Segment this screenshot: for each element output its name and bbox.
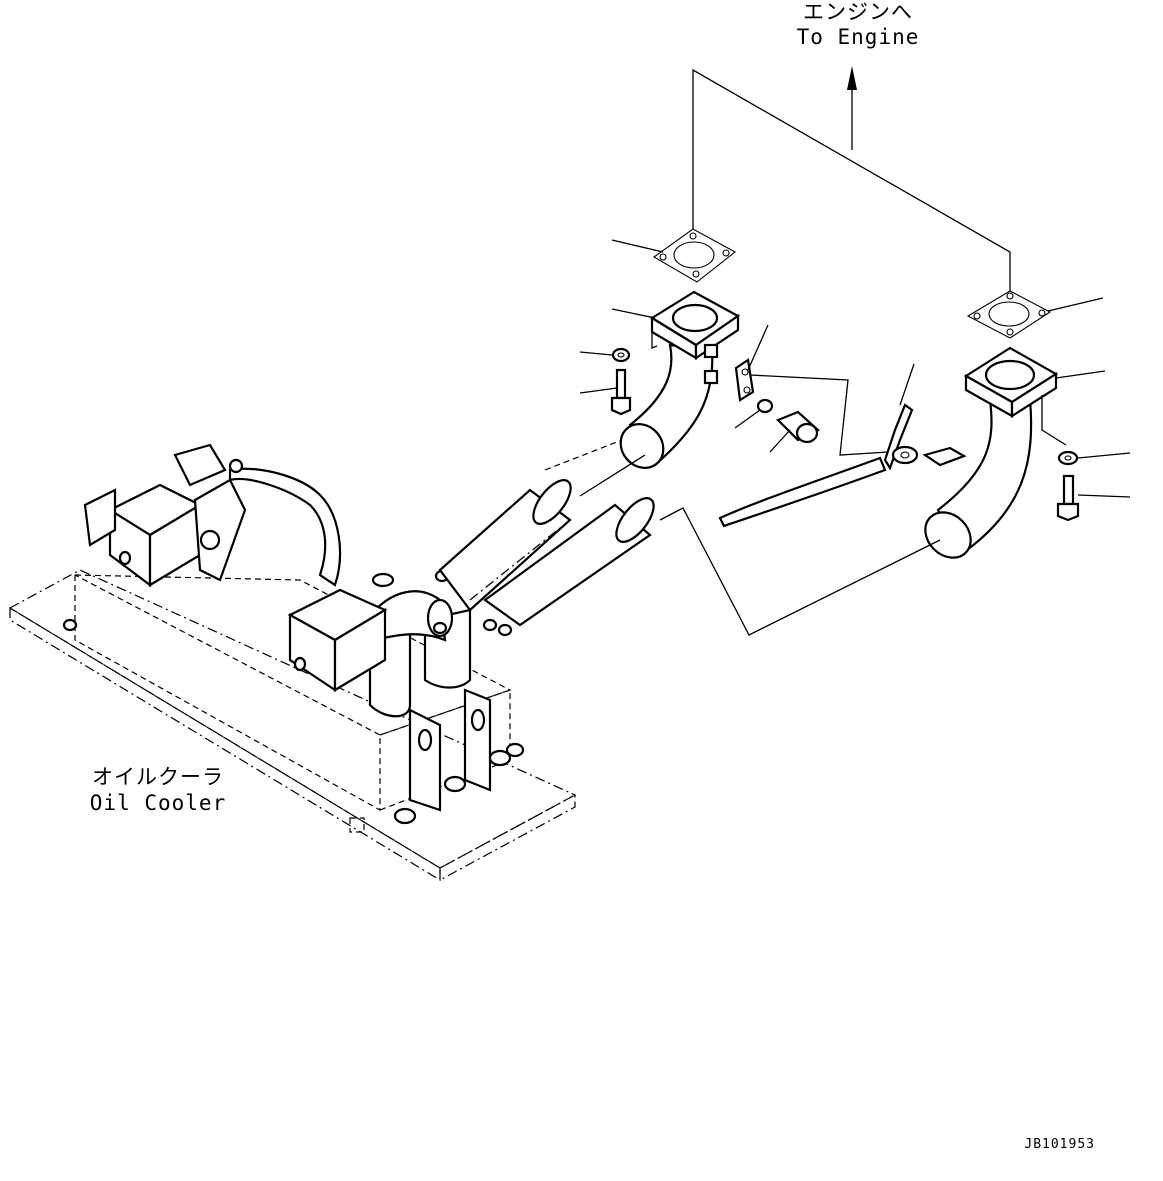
to-engine-label-en: To Engine <box>797 25 920 49</box>
to-engine-arrow <box>847 66 857 150</box>
left-bolt <box>610 368 632 416</box>
drawing-code: JB101953 <box>1024 1137 1095 1152</box>
engine-connection-lines <box>692 68 1011 292</box>
right-gasket <box>966 290 1052 339</box>
leader-lines <box>579 239 1131 636</box>
cooler-to-pipe-hoses <box>438 439 655 627</box>
right-flange-pipe <box>924 346 1059 559</box>
hex-bolt <box>776 410 820 444</box>
oil-cooler-body <box>74 574 512 812</box>
left-washer <box>611 347 631 363</box>
small-washer <box>756 398 774 414</box>
left-gasket <box>652 228 736 283</box>
cooler-valve-blocks <box>83 478 395 693</box>
right-washer <box>1057 450 1079 466</box>
oil-cooler-label-en: Oil Cooler <box>90 791 226 815</box>
oil-cooler-label-jp: オイルクーラ <box>92 765 224 789</box>
right-bolt <box>1056 474 1080 522</box>
oil-cooler-base <box>8 569 577 882</box>
cooler-hose <box>173 443 342 587</box>
left-flange-pipe <box>619 290 741 469</box>
to-engine-label-jp: エンジンへ <box>803 0 913 24</box>
hose-line <box>718 403 967 528</box>
oil-cooler-brackets <box>62 618 525 833</box>
plate-bracket <box>734 358 755 402</box>
